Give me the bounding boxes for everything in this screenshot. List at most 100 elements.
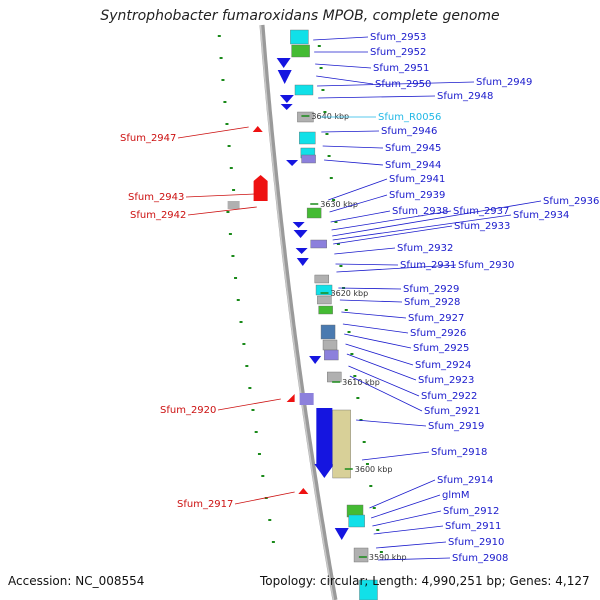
gene-label-sfum_2931: Sfum_2931 xyxy=(400,260,456,271)
accession-label: Accession: NC_008554 xyxy=(8,574,145,588)
gene-arrow xyxy=(276,58,291,68)
gene-arrow xyxy=(277,70,292,84)
gene-label-sfum_2939: Sfum_2939 xyxy=(389,190,445,201)
leader-line xyxy=(338,287,402,290)
gene-arrow xyxy=(293,230,308,238)
position-dot xyxy=(339,265,343,267)
position-dot xyxy=(362,441,366,443)
gene-label-sfum_2937: Sfum_2937 xyxy=(453,206,509,217)
gene-label-sfum_2926: Sfum_2926 xyxy=(410,328,466,339)
leader-line xyxy=(332,200,542,237)
gene-label-sfum_2936: Sfum_2936 xyxy=(543,196,599,207)
gene-label-sfum_2919: Sfum_2919 xyxy=(428,421,484,432)
gene-block xyxy=(310,239,327,249)
gene-label-sfum_2914: Sfum_2914 xyxy=(437,475,493,486)
gene-arrow xyxy=(279,95,294,103)
position-dot xyxy=(268,519,272,521)
position-dot xyxy=(245,365,249,367)
leader-line xyxy=(373,525,444,535)
leader-line xyxy=(331,210,452,231)
gene-label-sfum_2920: Sfum_2920 xyxy=(160,405,216,416)
gene-label-sfum_2952: Sfum_2952 xyxy=(370,47,426,58)
position-dot xyxy=(317,45,321,47)
leader-line xyxy=(321,130,380,133)
gene-label-sfum_2927: Sfum_2927 xyxy=(408,313,464,324)
gene-label-sfum_2944: Sfum_2944 xyxy=(385,160,441,171)
gene-block xyxy=(348,514,365,528)
leader-line xyxy=(335,263,399,266)
gene-label-sfum_2950: Sfum_2950 xyxy=(375,79,431,90)
gene-label-sfum_2934: Sfum_2934 xyxy=(513,210,569,221)
gene-arrow xyxy=(334,528,349,540)
gene-label-sfum_2943: Sfum_2943 xyxy=(128,192,184,203)
gene-label-sfum_2945: Sfum_2945 xyxy=(385,143,441,154)
genome-summary: Topology: circular; Length: 4,990,251 bp… xyxy=(260,574,590,588)
leader-line xyxy=(328,178,388,201)
kbp-tick-label: 3640 kbp xyxy=(311,112,349,121)
gene-label-sfum_2949: Sfum_2949 xyxy=(476,77,532,88)
position-dot xyxy=(356,397,360,399)
leader-line xyxy=(356,419,427,427)
position-dot xyxy=(217,35,221,37)
position-dot xyxy=(359,419,363,421)
gene-arrow xyxy=(292,222,305,228)
gene-block xyxy=(291,44,310,58)
gene-block xyxy=(306,207,322,219)
position-dot xyxy=(221,79,225,81)
position-dot xyxy=(323,111,327,113)
leader-line xyxy=(369,479,436,509)
gene-arrow xyxy=(295,248,308,254)
kbp-tick-label: 3590 kbp xyxy=(369,553,407,562)
position-dot xyxy=(376,529,380,531)
reverse-gene-arrow xyxy=(253,175,268,201)
leader-line xyxy=(217,398,281,411)
leader-line xyxy=(332,214,512,241)
leader-line xyxy=(313,36,369,41)
leader-line xyxy=(316,75,374,85)
genome-backbone xyxy=(259,24,338,600)
leader-line xyxy=(346,353,417,381)
gene-block xyxy=(299,131,316,145)
gene-block xyxy=(299,393,314,405)
leader-line xyxy=(315,63,372,69)
position-dot xyxy=(321,89,325,91)
position-dot xyxy=(228,233,232,235)
leader-line xyxy=(348,365,420,397)
position-dot xyxy=(327,155,331,157)
gene-features-layer xyxy=(227,29,378,600)
position-dot xyxy=(254,431,258,433)
gene-arrow xyxy=(314,464,335,478)
genome-title: Syntrophobacter fumaroxidans MPOB, compl… xyxy=(100,8,500,24)
leader-line xyxy=(345,343,414,366)
gene-label-sfum_2912: Sfum_2912 xyxy=(443,506,499,517)
gene-label-sfum_2917: Sfum_2917 xyxy=(177,499,233,510)
gene-label-sfum_2953: Sfum_2953 xyxy=(370,32,426,43)
leader-line xyxy=(329,194,388,213)
position-dot xyxy=(347,331,351,333)
leader-line xyxy=(376,541,447,549)
position-dot xyxy=(251,409,255,411)
leader-line xyxy=(330,210,391,223)
gene-label-sfum_2924: Sfum_2924 xyxy=(415,360,471,371)
position-dot xyxy=(332,199,336,201)
leader-line xyxy=(177,126,249,139)
reverse-gene-arrow xyxy=(286,394,295,402)
position-dot xyxy=(239,321,243,323)
position-dot xyxy=(231,255,235,257)
position-dot xyxy=(261,475,265,477)
leader-line xyxy=(342,323,409,334)
gene-label-sfum_2922: Sfum_2922 xyxy=(421,391,477,402)
gene-label-sfum_2946: Sfum_2946 xyxy=(381,126,437,137)
leader-line xyxy=(334,247,396,255)
gene-arrow xyxy=(286,160,299,166)
gene-label-sfum_2930: Sfum_2930 xyxy=(458,260,514,271)
gene-label-sfum_2928: Sfum_2928 xyxy=(404,297,460,308)
gene-label-sfum_2948: Sfum_2948 xyxy=(437,91,493,102)
leader-line xyxy=(341,311,407,319)
leader-line xyxy=(344,333,412,349)
leader-line xyxy=(361,451,430,461)
leader-line xyxy=(333,225,453,245)
position-dot xyxy=(271,541,275,543)
